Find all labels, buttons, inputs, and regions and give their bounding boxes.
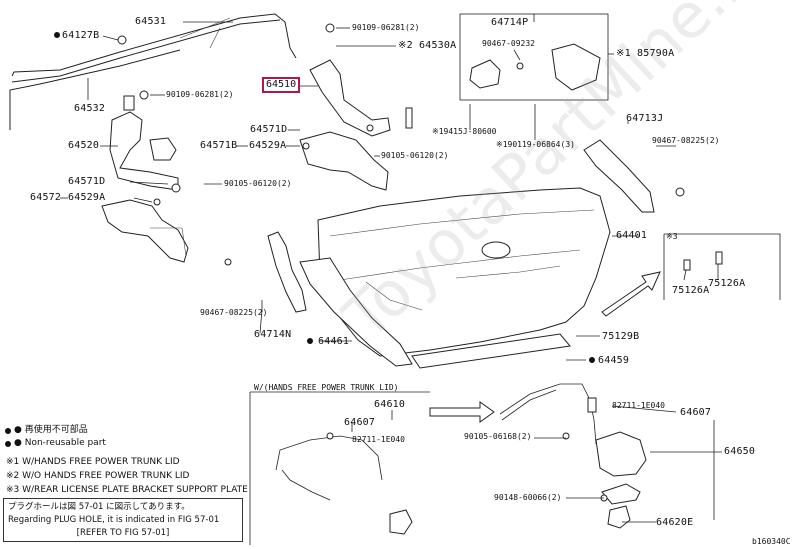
leader-lines bbox=[60, 14, 722, 523]
note-line-en: Regarding PLUG HOLE, it is indicated in … bbox=[8, 515, 220, 525]
label-90467-c[interactable]: 90467-08225(2) bbox=[200, 308, 268, 317]
label-64530a[interactable]: ※2 64530A bbox=[398, 40, 457, 51]
nonreusable-dot-64459 bbox=[589, 357, 595, 363]
label-75129b[interactable]: 75129B bbox=[602, 331, 640, 342]
label-64607-b[interactable]: 64607 bbox=[680, 407, 712, 418]
legend-note-2: ※2 W/O HANDS FREE POWER TRUNK LID bbox=[6, 471, 190, 481]
label-note-3: ※3 bbox=[666, 232, 678, 241]
label-90148[interactable]: 90148-60066(2) bbox=[494, 493, 562, 502]
nonreusable-dot-64461 bbox=[307, 338, 313, 344]
label-82711-b[interactable]: 82711-1E040 bbox=[612, 401, 665, 410]
label-64713j[interactable]: 64713J bbox=[626, 113, 664, 124]
label-64529a-a[interactable]: 64529A bbox=[249, 140, 287, 151]
label-64401[interactable]: 64401 bbox=[616, 230, 648, 241]
label-64620e[interactable]: 64620E bbox=[656, 517, 694, 528]
plug-hole-note: プラグホールは図 57-01 に図示してあります。 Regarding PLUG… bbox=[3, 498, 243, 542]
label-64714p[interactable]: 64714P bbox=[491, 17, 529, 28]
label-64520[interactable]: 64520 bbox=[68, 140, 100, 151]
legend-dot-1 bbox=[5, 428, 11, 434]
label-64571d-b[interactable]: 64571D bbox=[68, 176, 106, 187]
actuator-box bbox=[459, 13, 609, 101]
torsion-bar-assembly bbox=[9, 13, 297, 130]
trunk-cable-right bbox=[499, 383, 597, 445]
weatherstrip-right bbox=[583, 139, 685, 213]
hinge-center bbox=[299, 23, 413, 191]
label-64572[interactable]: 64572 bbox=[30, 192, 62, 203]
label-64532[interactable]: 64532 bbox=[74, 103, 106, 114]
nonreusable-dot-64127b bbox=[54, 32, 60, 38]
legend-nonreusable-ja: ● 再使用不可部品 bbox=[14, 425, 88, 435]
label-64531[interactable]: 64531 bbox=[135, 16, 167, 27]
hinge-left bbox=[109, 90, 179, 191]
label-85790a[interactable]: ※1 85790A bbox=[616, 48, 675, 59]
trunk-lid bbox=[299, 187, 611, 369]
label-64459[interactable]: 64459 bbox=[598, 355, 630, 366]
label-64529a-b[interactable]: 64529A bbox=[68, 192, 106, 203]
label-64571b[interactable]: 64571B bbox=[200, 140, 238, 151]
label-64610[interactable]: 64610 bbox=[374, 399, 406, 410]
weatherstrip-left bbox=[224, 231, 307, 313]
label-90105-a[interactable]: 90105-06120(2) bbox=[381, 151, 449, 160]
label-82711-a[interactable]: 82711-1E040 bbox=[352, 435, 405, 444]
label-64714n[interactable]: 64714N bbox=[254, 329, 292, 340]
label-90109-b[interactable]: 90109-06281(2) bbox=[352, 23, 420, 32]
label-75126a-b[interactable]: 75126A bbox=[708, 278, 746, 289]
section-title: W/(HANDS FREE POWER TRUNK LID) bbox=[254, 383, 399, 392]
note-line-ja: プラグホールは図 57-01 に図示してあります。 bbox=[8, 502, 190, 512]
trunk-lid-lock bbox=[562, 431, 647, 529]
legend-nonreusable-en: ● Non-reusable part bbox=[14, 438, 106, 448]
label-64571d-a[interactable]: 64571D bbox=[250, 124, 288, 135]
direction-arrows bbox=[429, 271, 661, 423]
legend-note-1: ※1 W/HANDS FREE POWER TRUNK LID bbox=[6, 457, 180, 467]
trunk-cable-left bbox=[275, 432, 413, 535]
label-90105-c[interactable]: 90105-06168(2) bbox=[464, 432, 532, 441]
hinge-lower-left bbox=[101, 183, 189, 263]
diagram-code: b160340C bbox=[752, 537, 791, 546]
legend-note-3: ※3 W/REAR LICENSE PLATE BRACKET SUPPORT … bbox=[6, 485, 248, 495]
label-90109-a[interactable]: 90109-06281(2) bbox=[166, 90, 234, 99]
label-64510-highlighted[interactable]: 64510 bbox=[262, 77, 301, 93]
label-90467-b[interactable]: 90467-08225(2) bbox=[652, 136, 720, 145]
label-64650[interactable]: 64650 bbox=[724, 446, 756, 457]
label-90105-b[interactable]: 90105-06120(2) bbox=[224, 179, 292, 188]
legend-dot-2 bbox=[5, 441, 11, 447]
note-refer-link[interactable]: [REFER TO FIG 57-01] bbox=[76, 528, 170, 538]
label-190119[interactable]: ※190119-06864(3) bbox=[496, 140, 575, 149]
label-75126a-a[interactable]: 75126A bbox=[672, 285, 710, 296]
plate-bracket-box bbox=[663, 233, 781, 300]
label-64607-a[interactable]: 64607 bbox=[344, 417, 376, 428]
label-64127b[interactable]: 64127B bbox=[62, 30, 100, 41]
label-64461[interactable]: 64461 bbox=[318, 336, 350, 347]
label-90467-a[interactable]: 90467-09232 bbox=[482, 39, 535, 48]
label-19415j[interactable]: ※19415J-80600 bbox=[432, 127, 497, 136]
